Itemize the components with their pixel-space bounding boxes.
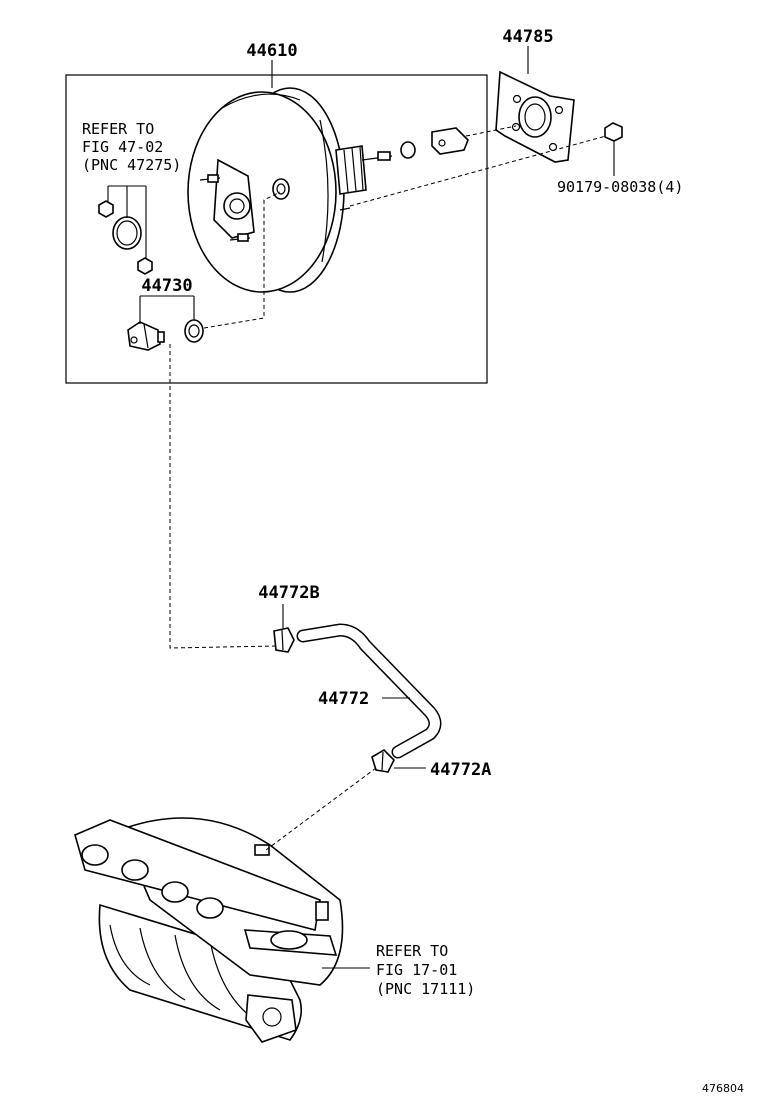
clevis: [400, 127, 469, 159]
brake-booster: [187, 87, 393, 293]
refer-lower-line1: REFER TO: [376, 942, 448, 960]
label-clip-a: 44772A: [430, 760, 491, 780]
check-valve-grommet-set: [98, 200, 153, 275]
assembly-frame: [65, 74, 488, 384]
leader-lines: [107, 46, 615, 969]
check-valve: [127, 319, 204, 351]
figure-id: 476804: [702, 1082, 744, 1095]
refer-lower-line2: FIG 17-01: [376, 961, 457, 979]
label-booster: 44610: [246, 41, 297, 61]
dashed-lines: [169, 125, 607, 851]
refer-upper-line3: (PNC 47275): [82, 156, 181, 174]
nut: [604, 122, 623, 142]
refer-upper-line1: REFER TO: [82, 120, 154, 138]
vacuum-hose: [296, 623, 442, 759]
label-hose: 44772: [318, 689, 369, 709]
label-check-valve: 44730: [141, 276, 192, 296]
gasket-plate: [495, 70, 575, 163]
refer-lower-line3: (PNC 17111): [376, 980, 475, 998]
label-clip-b: 44772B: [258, 583, 319, 603]
hose-clip-a: [371, 748, 395, 773]
label-nut: 90179-08038(4): [557, 178, 683, 196]
intake-manifold: [74, 817, 344, 1043]
label-plate: 44785: [502, 27, 553, 47]
hose-clip-b: [273, 627, 295, 653]
refer-upper-line2: FIG 47-02: [82, 138, 163, 156]
